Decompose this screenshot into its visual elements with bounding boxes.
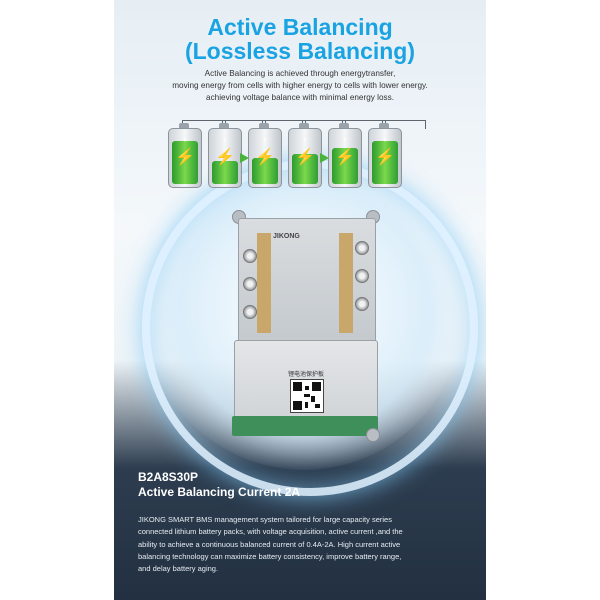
brand-logo: JIKONG	[273, 233, 300, 240]
battery-icon: +⚡	[368, 123, 402, 188]
product-subheading: Active Balancing Current 2A	[138, 485, 301, 499]
terminal-pad	[355, 297, 369, 311]
product-panel: Active Balancing (Lossless Balancing) Ac…	[114, 0, 486, 600]
circuit-board	[232, 416, 378, 436]
terminal-pad	[243, 249, 257, 263]
battery-balancing-illustration: +⚡ +⚡ +⚡ +⚡ +⚡ +⚡	[168, 118, 468, 198]
battery-icon: +⚡	[288, 123, 322, 188]
terminal-pad	[243, 305, 257, 319]
terminal-pad	[355, 241, 369, 255]
page-subtitle: (Lossless Balancing)	[184, 38, 416, 64]
page-title: Active Balancing	[207, 14, 393, 40]
battery-icon: +⚡	[168, 123, 202, 188]
description-line: achieving voltage balance with minimal e…	[206, 93, 394, 102]
bms-board-image: JIKONG 锂电池保护板 WWW.JK-BMS.COM	[232, 210, 380, 442]
description-line: JIKONG SMART BMS management system tailo…	[138, 515, 392, 524]
battery-icon: +⚡	[328, 123, 362, 188]
terminal-pad	[355, 269, 369, 283]
mounting-hole	[366, 428, 380, 442]
product-description: JIKONG SMART BMS management system tailo…	[138, 514, 473, 575]
qr-code-icon	[290, 379, 324, 413]
description-line: ability to achieve a continuous balanced…	[138, 539, 401, 549]
description-line: moving energy from cells with higher ene…	[172, 81, 428, 90]
description-line: Active Balancing is achieved through ene…	[204, 69, 396, 78]
heatsink-plate: JIKONG	[238, 218, 376, 344]
battery-icon: +⚡	[248, 123, 282, 188]
hero-description: Active Balancing is achieved through ene…	[114, 68, 486, 104]
copper-strip	[339, 233, 353, 333]
terminal-pad	[243, 277, 257, 291]
description-line: and delay battery aging.	[138, 564, 219, 574]
copper-strip	[257, 233, 271, 333]
product-model: B2A8S30P	[138, 470, 199, 484]
description-line: balancing technology can maximize batter…	[138, 551, 402, 561]
energy-arrow-icon	[320, 153, 332, 163]
description-line: connected lithium battery packs, with vo…	[138, 527, 403, 537]
battery-icon: +⚡	[208, 123, 242, 188]
board-label: 锂电池保护板	[287, 372, 324, 378]
energy-arrow-icon	[240, 153, 252, 163]
